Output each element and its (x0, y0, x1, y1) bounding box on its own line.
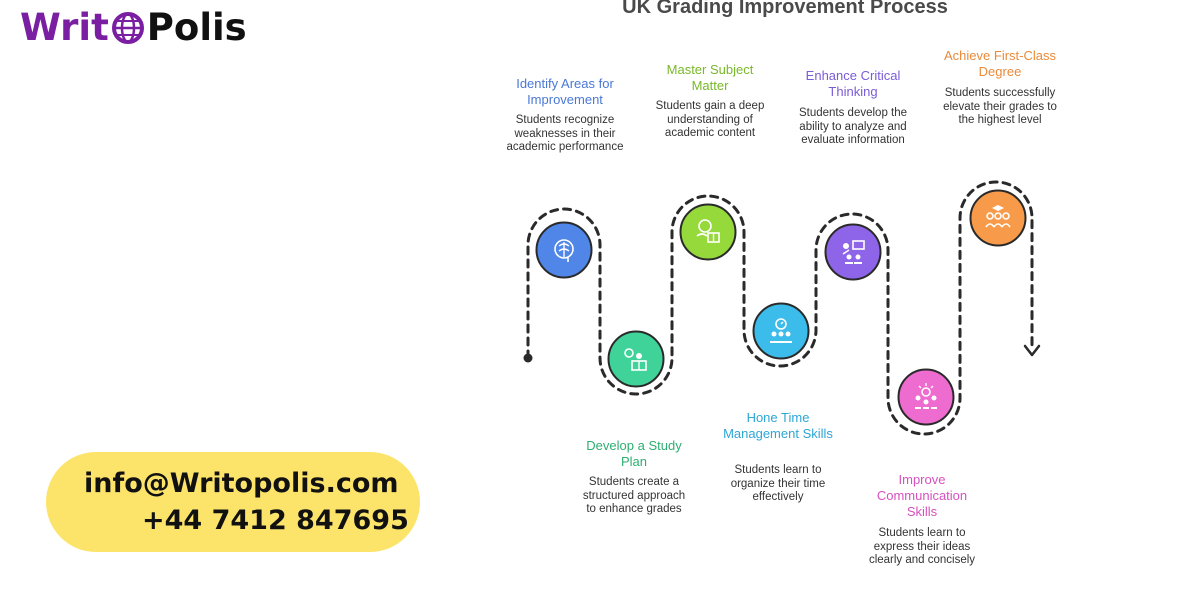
contact-email[interactable]: info@Writopolis.com (84, 468, 399, 499)
reading-book-icon (696, 219, 720, 243)
group-idea-icon (915, 383, 937, 409)
step-node-6 (896, 367, 956, 427)
step-description-1: Students recognize weaknesses in their a… (506, 114, 624, 153)
brain-icon (554, 239, 574, 262)
step-title-2: Develop a Study Plan (586, 438, 682, 469)
step-description-6: Students learn to express their ideas cl… (868, 527, 976, 566)
step-node-4 (751, 301, 811, 361)
dashed-flow-path (526, 180, 1034, 436)
step-node-7 (968, 188, 1028, 248)
presentation-icon (842, 240, 865, 264)
step-title-7: Achieve First-Class Degree (944, 48, 1056, 79)
step-node-2 (606, 329, 666, 389)
step-description-2: Students create a structured approach to… (582, 476, 686, 515)
brand-name-writ: Writ (20, 6, 109, 49)
step-description-5: Students develop the ability to analyze … (798, 107, 908, 146)
step-node-5 (823, 222, 883, 282)
diagram-title: UK Grading Improvement Process (622, 0, 948, 18)
flow-start-dot (523, 353, 533, 363)
team-clock-icon (770, 318, 792, 343)
step-node-3 (678, 202, 738, 262)
step-title-4: Hone Time Management Skills (723, 410, 833, 441)
step-description-7: Students successfully elevate their grad… (943, 87, 1057, 126)
contact-badge: info@Writopolis.com +44 7412 847695 (46, 452, 420, 552)
contact-phone[interactable]: +44 7412 847695 (142, 505, 409, 536)
step-title-5: Enhance Critical Thinking (805, 68, 901, 99)
flow-end-arrow (1023, 344, 1041, 357)
globe-icon (111, 12, 144, 44)
step-description-4: Students learn to organize their time ef… (730, 464, 826, 503)
study-plan-icon (624, 348, 647, 371)
step-title-6: Improve Communication Skills (876, 472, 968, 519)
step-title-1: Identify Areas for Improvement (516, 76, 614, 107)
step-title-3: Master Subject Matter (666, 62, 754, 93)
step-node-1 (534, 220, 594, 280)
step-description-3: Students gain a deep understanding of ac… (655, 100, 765, 139)
brand-name-polis: Polis (146, 6, 247, 49)
brand-logo[interactable]: Writ Polis (20, 6, 247, 50)
graduates-icon (985, 205, 1011, 228)
